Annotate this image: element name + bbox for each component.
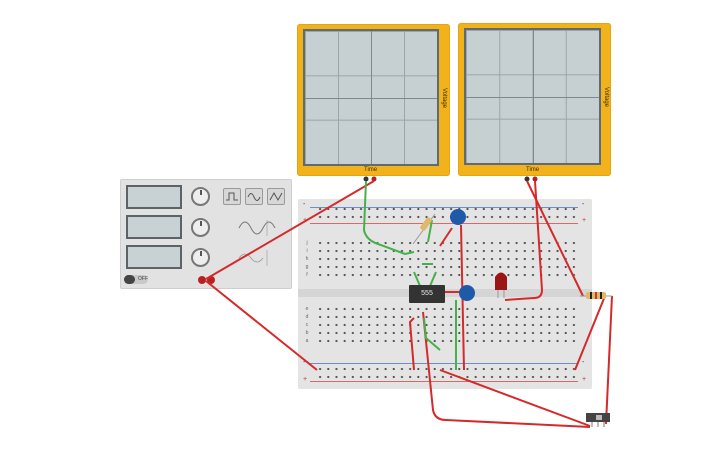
row-label-d: d [305,314,309,320]
row-label-f: f [306,272,308,278]
ic-555-chip[interactable]: 555 [409,285,445,303]
wire-scope2-to-led[interactable] [504,180,544,301]
waveform-preview-offset [238,250,268,266]
row-labels-bottom: e d c b a [304,305,310,345]
wire-rail-to-switch[interactable] [439,369,591,427]
row-label-i: i [306,248,308,254]
oscilloscope-1-x-label: Time [364,167,378,173]
wire-chip-to-ground[interactable] [408,317,415,371]
top-rail-minus-right: - [582,201,585,208]
wire-resistor-to-switch[interactable] [605,295,613,425]
power-switch[interactable]: OFF [124,275,148,284]
waveform-preview-sine [238,220,276,236]
power-switch-knob [124,275,135,284]
row-label-c: c [305,322,309,328]
row-label-e: e [305,306,309,312]
oscilloscope-1[interactable]: Time Voltage [297,24,450,176]
bottom-terminal-holes [316,305,578,347]
wire-chip-to-switch[interactable] [422,311,591,428]
bottom-rail-plus-right: + [582,376,587,383]
wire-generator-to-rail[interactable] [205,280,318,371]
sine-icon [247,193,261,201]
bottom-rail-plus: + [303,376,308,383]
wire-scope1-ground[interactable] [362,180,415,256]
row-label-b: b [305,330,309,336]
generator-display-2 [126,215,182,239]
resistor-2[interactable] [580,292,612,299]
top-rail-line-red [310,223,578,224]
row-label-g: g [305,264,309,270]
generator-terminal-positive[interactable] [207,276,215,284]
resistor-1[interactable] [412,213,436,245]
top-terminal-holes [316,239,578,281]
scope-1-probe-ground[interactable] [363,176,369,182]
top-rail-line-blue [310,207,578,208]
led[interactable] [495,272,507,299]
wire-generator-to-scope1[interactable] [205,180,375,280]
wire-green-3[interactable] [429,271,437,287]
oscilloscope-2-screen [464,28,601,165]
wire-green-5[interactable] [423,317,441,351]
generator-display-1 [126,185,182,209]
frequency-knob[interactable] [191,187,210,206]
wire-resistor-to-rail[interactable] [574,295,606,371]
oscilloscope-1-screen [303,29,439,166]
offset-knob[interactable] [191,248,210,267]
square-wave-button[interactable] [223,188,241,205]
bottom-rail-line-red [310,381,578,382]
capacitor-1[interactable] [450,209,466,225]
wire-green-1[interactable] [413,271,421,287]
function-generator[interactable]: OFF [120,179,292,289]
generator-display-3 [126,245,182,269]
wire-green-6[interactable] [427,219,433,243]
bottom-rail-minus-right: - [582,359,585,366]
oscilloscope-2[interactable]: Time Voltage [458,23,611,176]
triangle-wave-button[interactable] [267,188,285,205]
scope-2-probe-ground[interactable] [524,176,530,182]
ic-label: 555 [421,290,433,297]
scope-2-probe-signal[interactable] [532,176,538,182]
amplitude-knob[interactable] [191,218,210,237]
wire-capacitor-lead[interactable] [439,227,453,247]
row-label-h: h [305,256,309,262]
scope-1-probe-signal[interactable] [371,176,377,182]
capacitor-2[interactable] [459,285,475,301]
row-labels-top: j i h g f [304,239,310,279]
square-icon [226,192,238,201]
sine-wave-button[interactable] [245,188,263,205]
bottom-rail-line-blue [310,363,578,364]
top-rail-plus-right: + [582,217,587,224]
row-label-j: j [306,240,308,246]
slide-switch[interactable] [586,413,610,427]
oscilloscope-2-x-label: Time [526,167,540,173]
power-label: OFF [138,276,148,282]
top-rail-minus: - [303,201,306,208]
top-rail-holes [316,205,578,221]
row-label-a: a [305,338,309,344]
triangle-icon [269,191,283,202]
bottom-rail-minus: - [303,359,306,366]
generator-terminal-negative[interactable] [198,276,206,284]
breadboard[interactable]: - + - + - + - + j i h g f e d c b a [298,199,592,389]
